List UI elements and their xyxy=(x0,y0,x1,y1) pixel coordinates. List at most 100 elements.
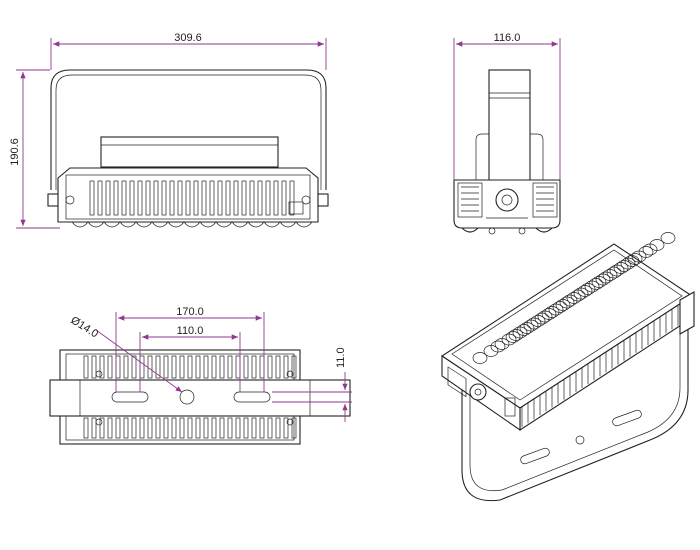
iso-lens xyxy=(570,289,586,302)
fin xyxy=(113,180,119,216)
fin xyxy=(211,355,217,379)
fin xyxy=(275,417,281,439)
lens-bump xyxy=(199,221,217,228)
fin xyxy=(233,180,239,216)
front-width-label: 309.6 xyxy=(174,32,202,44)
fin xyxy=(275,355,281,379)
fin xyxy=(147,417,153,439)
iso-lens xyxy=(505,331,521,343)
fin xyxy=(161,180,167,216)
fin xyxy=(281,180,287,216)
fin xyxy=(193,180,199,216)
lens-bump xyxy=(279,221,297,228)
fin xyxy=(123,355,129,379)
fin xyxy=(195,355,201,379)
fin xyxy=(153,180,159,216)
fin xyxy=(251,417,257,439)
side-width-label: 116.0 xyxy=(494,32,521,44)
fin xyxy=(91,355,97,379)
lens-bump xyxy=(71,221,89,228)
fin xyxy=(83,417,89,439)
iso-lens-array xyxy=(472,232,676,364)
iso-lens xyxy=(472,352,488,364)
slot-width-dimension: 11.0 xyxy=(272,347,352,422)
fin xyxy=(283,355,289,379)
iso-lens xyxy=(588,278,604,290)
heat-sink-fins xyxy=(89,180,295,216)
fin xyxy=(187,417,193,439)
fin xyxy=(121,180,127,216)
fin xyxy=(131,417,137,439)
lens-bump xyxy=(247,221,265,228)
fin xyxy=(123,417,129,439)
fin xyxy=(219,417,225,439)
fin xyxy=(235,417,241,439)
iso-lens xyxy=(624,255,640,267)
fin xyxy=(171,417,177,439)
fin xyxy=(241,180,247,216)
fin xyxy=(211,417,217,439)
fin xyxy=(107,355,113,379)
fin xyxy=(203,355,209,379)
bottom-fins-top xyxy=(83,355,297,379)
front-width-dimension: 309.6 xyxy=(50,32,327,70)
fin xyxy=(291,417,297,439)
fin xyxy=(137,180,143,216)
outer-spacing-label: 170.0 xyxy=(176,306,204,318)
fin xyxy=(89,180,95,216)
fin xyxy=(227,355,233,379)
fin xyxy=(99,417,105,439)
fin xyxy=(251,355,257,379)
lens-bump xyxy=(119,221,137,228)
fin xyxy=(267,417,273,439)
fin xyxy=(273,180,279,216)
isometric-view xyxy=(441,232,695,502)
outer-spacing-dimension: 170.0 xyxy=(115,306,265,392)
front-height-dimension: 190.6 xyxy=(9,69,60,229)
fin xyxy=(105,180,111,216)
fin xyxy=(131,355,137,379)
fin xyxy=(225,180,231,216)
fin xyxy=(243,355,249,379)
side-width-dimension: 116.0 xyxy=(453,32,561,180)
iso-lens xyxy=(494,338,510,350)
hole-diameter-label: Ø14.0 xyxy=(68,314,100,340)
front-height-label: 190.6 xyxy=(9,138,21,166)
fin xyxy=(219,355,225,379)
fin xyxy=(203,417,209,439)
lens-bump xyxy=(263,221,281,228)
fin xyxy=(249,180,255,216)
lens-bump xyxy=(215,221,233,228)
fin xyxy=(179,417,185,439)
iso-lens xyxy=(516,324,532,336)
lens-bump xyxy=(151,221,169,228)
fin xyxy=(291,355,297,379)
fin xyxy=(155,355,161,379)
lens-bump xyxy=(295,221,313,228)
fin xyxy=(267,355,273,379)
fin xyxy=(171,355,177,379)
inner-spacing-label: 110.0 xyxy=(177,325,204,337)
fin xyxy=(283,417,289,439)
fin xyxy=(243,417,249,439)
iso-lens xyxy=(534,312,550,325)
fin xyxy=(259,417,265,439)
fin xyxy=(115,417,121,439)
fin xyxy=(91,417,97,439)
iso-lens xyxy=(606,266,622,279)
lens-bump xyxy=(103,221,121,228)
fin xyxy=(169,180,175,216)
slot-width-label: 11.0 xyxy=(335,347,347,368)
fin xyxy=(177,180,183,216)
fin xyxy=(107,417,113,439)
fin xyxy=(227,417,233,439)
bottom-fins-bottom xyxy=(83,417,297,439)
lens-bump xyxy=(231,221,249,228)
fin xyxy=(163,417,169,439)
fin xyxy=(209,180,215,216)
side-fins xyxy=(461,186,554,212)
iso-lens xyxy=(552,301,568,313)
fin xyxy=(163,355,169,379)
lens-bump xyxy=(167,221,185,228)
